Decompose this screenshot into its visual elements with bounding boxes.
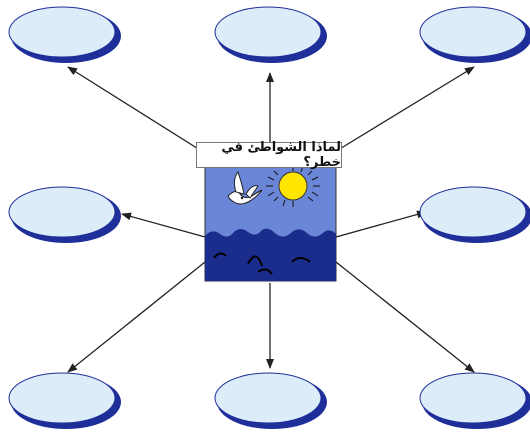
arrow-top-left — [67, 66, 201, 151]
seagull-icon — [227, 170, 263, 205]
arrow-top-right — [337, 66, 475, 151]
node-bottom-left[interactable] — [8, 372, 121, 429]
arrow-bottom-right — [335, 261, 475, 373]
center-image — [204, 165, 337, 282]
central-question: لماذا الشواطئ في خطر؟ — [196, 140, 342, 170]
sun-icon — [266, 165, 320, 207]
node-middle-right[interactable] — [419, 186, 530, 243]
node-top-right[interactable] — [419, 6, 530, 63]
node-top-center[interactable] — [214, 6, 327, 63]
node-middle-left[interactable] — [8, 186, 121, 243]
sea-waves — [205, 228, 336, 281]
node-bottom-center[interactable] — [214, 372, 327, 429]
arrow-middle-right — [335, 210, 427, 238]
node-bottom-right[interactable] — [419, 372, 530, 429]
arrow-bottom-left — [67, 261, 206, 373]
node-ellipses — [8, 6, 530, 429]
node-top-left[interactable] — [8, 6, 121, 63]
arrows — [67, 66, 475, 373]
arrow-middle-left — [121, 212, 206, 238]
